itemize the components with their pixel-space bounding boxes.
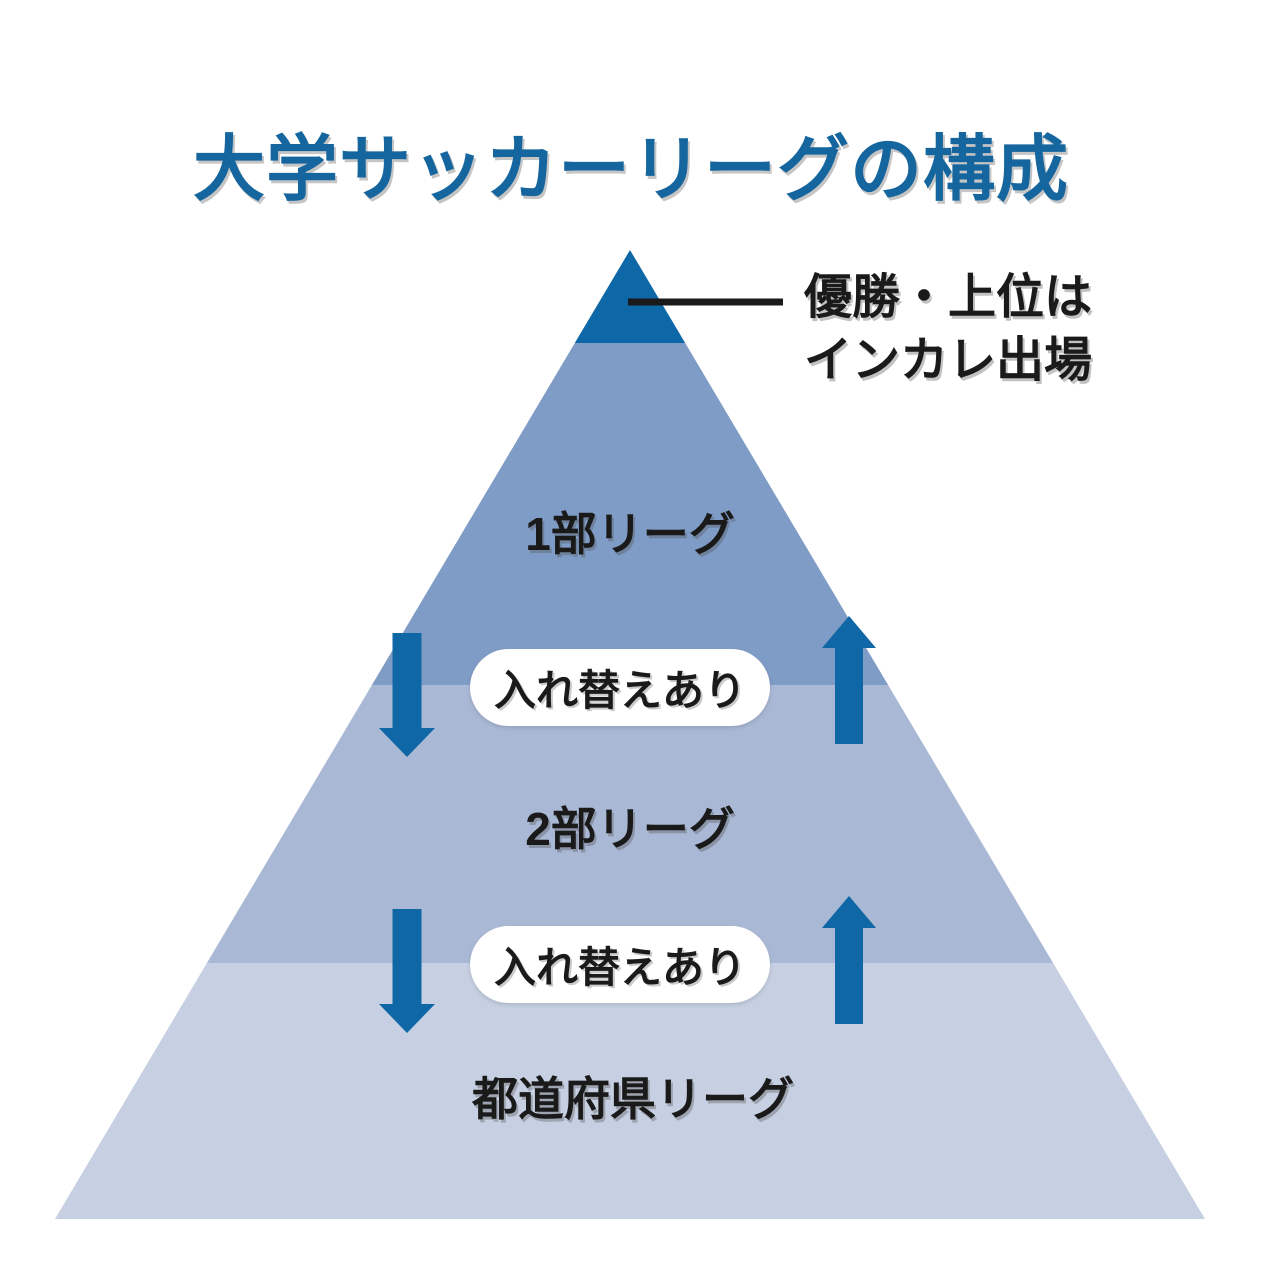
apex-annotation-line2: インカレ出場 xyxy=(804,334,1093,387)
exchange-pill-2: 入れ替えあり xyxy=(470,926,770,1003)
pyramid-tier-division2 xyxy=(206,685,1054,963)
pyramid-tier-top xyxy=(574,250,686,343)
promotion-arrow-2-icon xyxy=(822,896,876,1024)
tier-label-division2: 2部リーグ xyxy=(525,803,735,855)
exchange-pill-1-label: 入れ替えあり xyxy=(493,667,746,714)
relegation-arrow-2-icon xyxy=(379,909,435,1033)
pyramid-tier-prefectural xyxy=(55,963,1205,1219)
apex-annotation-line1: 優勝・上位は xyxy=(804,271,1093,324)
apex-annotation: 優勝・上位は インカレ出場 xyxy=(804,266,1092,392)
page-title: 大学サッカーリーグの構成 xyxy=(192,130,1069,210)
relegation-arrow-1-icon xyxy=(379,633,435,757)
pyramid-tier-division1 xyxy=(371,343,889,685)
tier-label-prefectural: 都道府県リーグ xyxy=(472,1073,794,1125)
exchange-pill-1: 入れ替えあり xyxy=(470,649,770,726)
exchange-pill-2-label: 入れ替えあり xyxy=(493,944,746,991)
tier-label-division1: 1部リーグ xyxy=(525,508,735,560)
promotion-arrow-1-icon xyxy=(822,616,876,744)
